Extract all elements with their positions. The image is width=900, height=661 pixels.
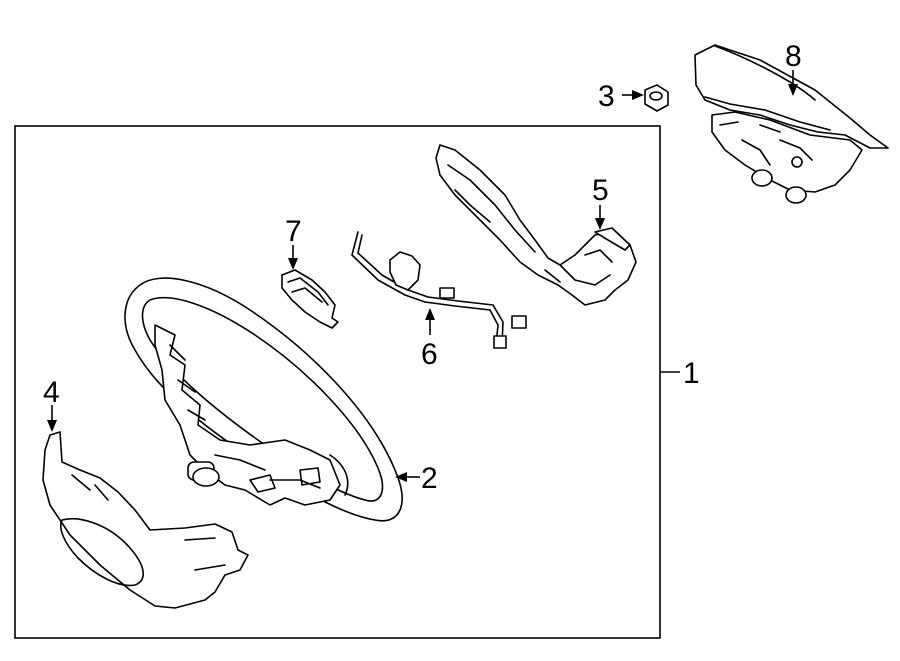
part-wiring-harness	[351, 231, 527, 349]
callout-3: 3	[598, 80, 615, 113]
part-nut	[644, 84, 669, 112]
callout-1: 1	[683, 357, 700, 390]
leader-lines	[47, 70, 798, 482]
callout-8: 8	[785, 40, 802, 73]
part-lower-cover	[42, 431, 249, 609]
callout-7: 7	[285, 215, 302, 248]
part-upper-cover	[435, 144, 637, 306]
callout-6: 6	[421, 338, 438, 371]
part-steering-wheel	[124, 277, 403, 522]
part-airbag-module	[694, 44, 889, 204]
part-switch-module	[281, 269, 339, 329]
callout-2: 2	[421, 462, 438, 495]
assembly-frame	[14, 125, 661, 639]
callout-4: 4	[43, 376, 60, 409]
callout-5: 5	[592, 174, 609, 207]
